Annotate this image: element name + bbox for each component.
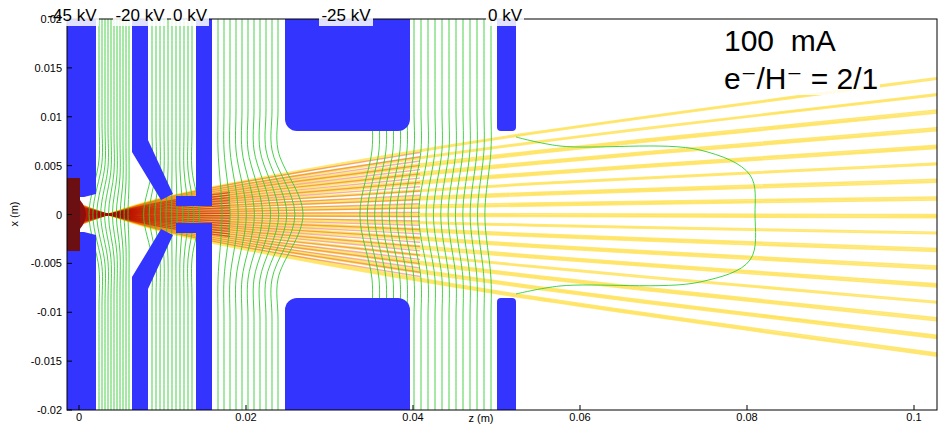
axis-label: z (m) [468, 412, 493, 424]
equipotential [224, 19, 230, 410]
tick-label: -0.005 [31, 257, 62, 269]
plot-frame [67, 19, 937, 410]
tick [914, 405, 915, 410]
tick-label: 0.04 [402, 411, 423, 423]
tick-label: 0.015 [34, 62, 62, 74]
equipotential [235, 19, 246, 410]
equipotential [166, 19, 168, 410]
equipotential [419, 19, 429, 410]
tick [67, 165, 72, 166]
tick [67, 214, 72, 215]
extraction-electrode [132, 19, 173, 200]
tick [580, 405, 581, 410]
trajectory-core [80, 187, 420, 219]
equipotential [218, 19, 222, 410]
tick-label: 0.02 [41, 13, 62, 25]
trajectory-core [80, 206, 420, 268]
tick-label: -0.015 [31, 355, 62, 367]
trajectory-core [80, 210, 420, 242]
electrode-voltage: -20 kV [113, 7, 166, 26]
equipotential [105, 19, 112, 410]
equipotential [128, 19, 129, 410]
particle-ratio: e⁻/H⁻ = 2/1 [722, 62, 880, 95]
tick-label: -0.02 [37, 404, 62, 416]
tick-label: 0.06 [569, 411, 590, 423]
equipotential [176, 19, 177, 410]
equipotential [188, 19, 194, 410]
equipotential [116, 19, 120, 410]
electrode-voltage: 0 kV [486, 7, 524, 26]
trajectory-core [80, 205, 420, 277]
tick-label: -0.01 [37, 306, 62, 318]
exit-electrode [497, 19, 516, 131]
equipotential [516, 137, 756, 294]
tick [67, 67, 72, 68]
tick-label: 0.08 [736, 411, 757, 423]
equipotential [455, 19, 463, 410]
equipotential [124, 19, 126, 410]
equipotential [463, 19, 471, 410]
trajectory-core [80, 161, 420, 223]
plasma-electrode [67, 232, 96, 410]
tick-label: 0 [56, 209, 62, 221]
beam-current: 100 mA [722, 24, 838, 57]
einzel-electrode [285, 19, 410, 131]
tick [67, 263, 72, 264]
tick-label: 0.01 [41, 111, 62, 123]
axis-ticks [67, 19, 914, 410]
equipotential [155, 19, 161, 410]
plasma-source [67, 178, 80, 251]
electrodes [67, 19, 516, 410]
tick [67, 410, 72, 411]
equipotential [485, 19, 491, 410]
equipotential [120, 19, 123, 410]
equipotential [426, 19, 435, 410]
trajectory-core [80, 153, 420, 225]
equipotential [478, 19, 485, 410]
equipotential [109, 19, 115, 410]
einzel-electrode [285, 298, 410, 410]
trajectory-core [80, 165, 420, 222]
tick [413, 405, 414, 410]
equipotential [470, 19, 477, 410]
equipotential [259, 19, 279, 410]
electrode-voltage: 0 kV [171, 7, 209, 26]
equipotential [149, 19, 156, 410]
tick [67, 361, 72, 362]
equipotential [230, 19, 239, 410]
electrode-voltage: -25 kV [319, 7, 372, 26]
equipotential [411, 19, 421, 410]
tick-label: 0.1 [906, 411, 921, 423]
axis-label: x (m) [8, 202, 20, 227]
exit-electrode [497, 298, 516, 410]
equipotential [180, 19, 183, 410]
ground-electrode [176, 223, 212, 410]
trajectory-core [80, 207, 420, 264]
tick [67, 116, 72, 117]
trajectory-core [80, 209, 420, 246]
extraction-electrode [132, 229, 173, 410]
equipotential [253, 19, 270, 410]
ground-electrode [176, 19, 212, 206]
plasma-electrode [67, 19, 96, 197]
tick [747, 405, 748, 410]
tick [246, 405, 247, 410]
equipotential [265, 19, 287, 410]
equipotential [171, 19, 172, 410]
trajectory-core [80, 211, 420, 238]
equipotential-lines [89, 19, 756, 410]
tick-label: 0 [76, 411, 82, 423]
tick [67, 312, 72, 313]
plasma-meniscus [80, 200, 86, 229]
tick-label: 0.02 [235, 411, 256, 423]
tick [79, 405, 80, 410]
equipotential [160, 19, 164, 410]
tick-label: 0.005 [34, 160, 62, 172]
